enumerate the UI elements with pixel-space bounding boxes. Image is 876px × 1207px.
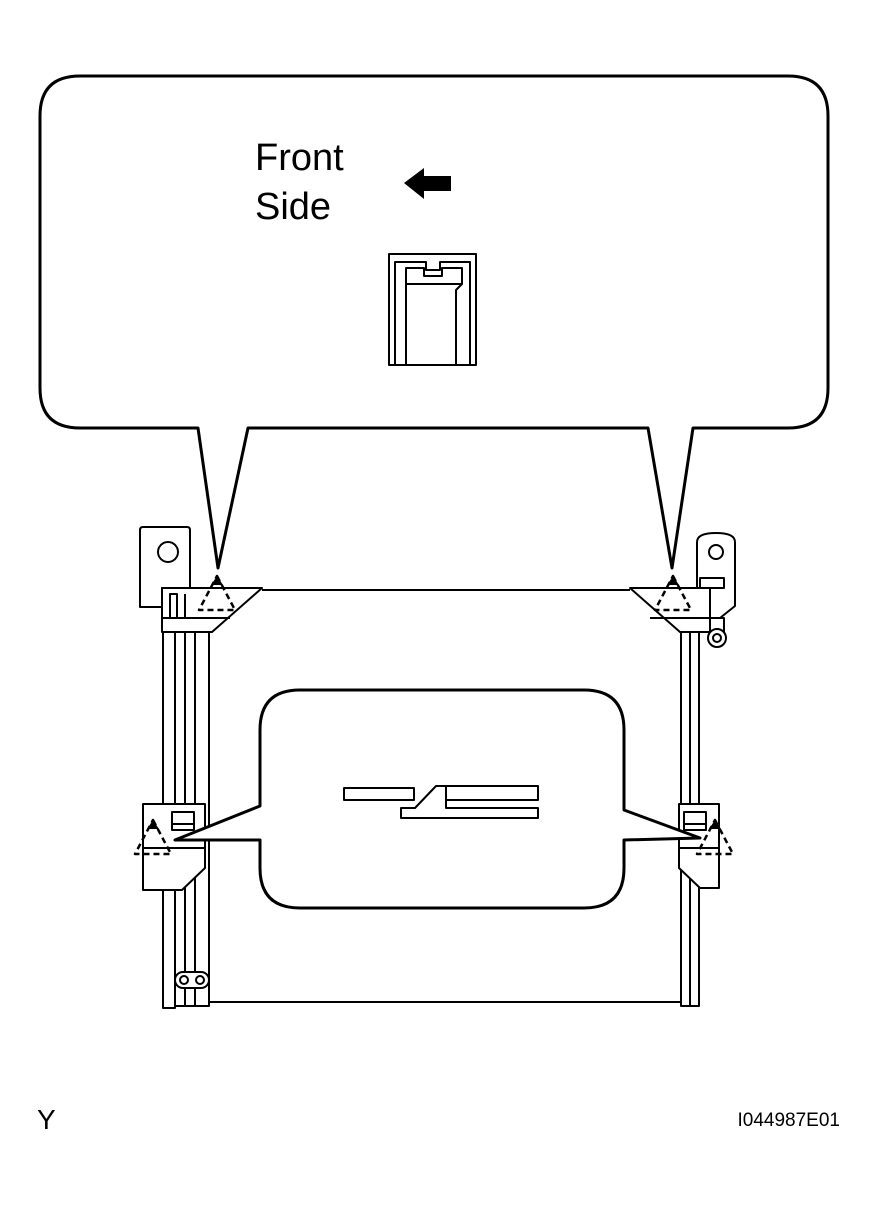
bottom-left-fasteners	[175, 972, 209, 988]
front-label: Front	[255, 137, 344, 179]
side-label: Side	[255, 186, 332, 228]
arrow-left-icon	[404, 168, 451, 199]
claw-marker-top-right	[655, 576, 691, 610]
claw-marker-top-left	[199, 576, 235, 610]
claw-marker-mid-right	[697, 820, 733, 854]
right-middle-bracket	[679, 804, 719, 888]
claw-marker-mid-left	[135, 820, 171, 854]
clip-section-middle	[344, 786, 538, 818]
claw-markers	[135, 576, 733, 854]
corner-letter: Y	[37, 1104, 56, 1135]
reference-code: I044987E01	[737, 1110, 841, 1131]
clip-section-top	[389, 254, 476, 365]
right-top-bracket	[630, 533, 735, 647]
left-middle-bracket	[143, 804, 205, 890]
claw-marker-tips	[147, 576, 721, 829]
left-top-bracket	[140, 527, 262, 632]
